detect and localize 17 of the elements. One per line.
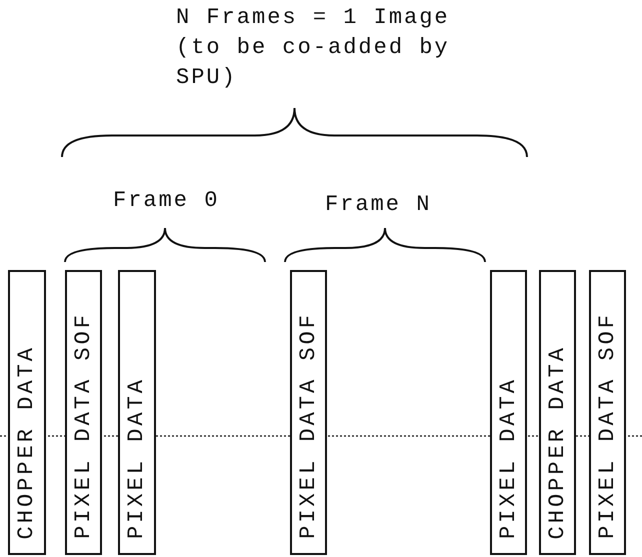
bar-label: PIXEL DATA SOF [596,312,618,539]
bar-label: PIXEL DATA [126,376,148,539]
data-bar [539,270,576,555]
caption-text: N Frames = 1 Image (to be co-added by SPU) [176,4,451,92]
bar-label: CHOPPER DATA [546,344,568,539]
data-bar [118,270,156,555]
bar-label: PIXEL DATA [498,376,520,539]
bar-label: PIXEL DATA SOF [72,312,94,539]
data-bar [490,270,527,555]
brace-label: Frame 0 [113,187,220,215]
data-bar [589,270,626,555]
data-bar [8,270,46,555]
data-bar [290,270,327,555]
brace-label: Frame N [325,191,432,219]
data-bar [65,270,102,555]
bar-label: PIXEL DATA SOF [298,312,320,539]
bar-label: CHOPPER DATA [16,344,38,539]
